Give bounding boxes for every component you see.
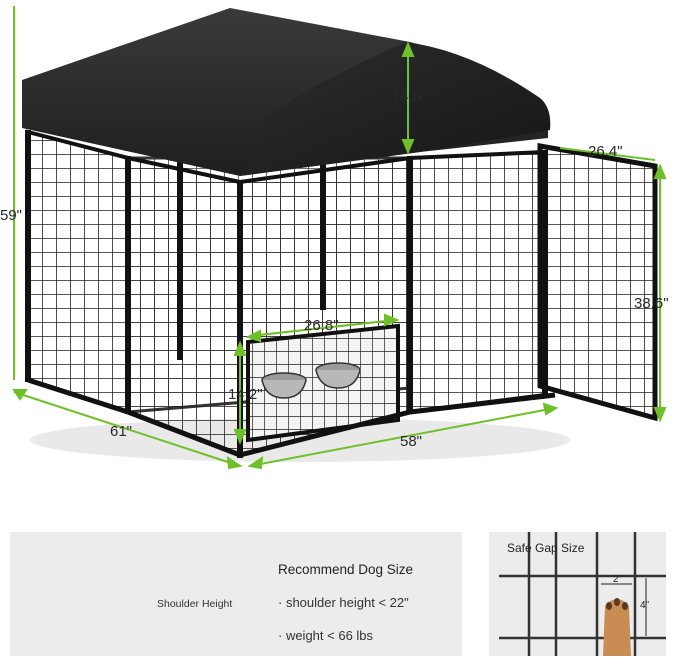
open-door xyxy=(537,143,658,422)
bowl-right xyxy=(315,362,361,389)
dimension-lines xyxy=(12,6,667,470)
depth-label: 61" xyxy=(110,423,133,440)
gap-height-label: 4" xyxy=(640,600,650,611)
width-label: 58" xyxy=(400,433,423,450)
shoulder-height-label: Shoulder Height xyxy=(157,598,233,610)
bowl-left xyxy=(261,372,307,399)
posts xyxy=(25,130,548,458)
feeder-height-label: 14.2" xyxy=(228,386,263,403)
shoulder-height-line: · shoulder height < 22" xyxy=(278,595,409,610)
recommend-title: Recommend Dog Size xyxy=(278,562,414,577)
paw-icon xyxy=(603,598,631,656)
roof-height-label: 14.5" xyxy=(392,88,427,105)
right-side-panel xyxy=(408,149,547,415)
weight-line: · weight < 66 lbs xyxy=(278,628,374,643)
front-panel xyxy=(126,155,242,458)
height-total-label: 59" xyxy=(0,207,23,224)
recommend-dog-size-panel: Shoulder Height Recommend Dog Size · sho… xyxy=(10,532,462,656)
safe-gap-title: Safe Gap Size xyxy=(507,541,585,555)
gap-width-label: 2" xyxy=(613,574,623,585)
safe-gap-panel: Safe Gap Size 2" 4" xyxy=(489,532,666,656)
feeder-width-label: 26.8" xyxy=(304,317,339,334)
door-height-label: 38.6" xyxy=(634,295,669,312)
door-width-label: 26.4" xyxy=(588,143,623,160)
gap-grid xyxy=(499,532,666,656)
base-rails xyxy=(27,377,556,458)
left-side-panel xyxy=(26,129,130,415)
roof-right xyxy=(240,42,551,176)
